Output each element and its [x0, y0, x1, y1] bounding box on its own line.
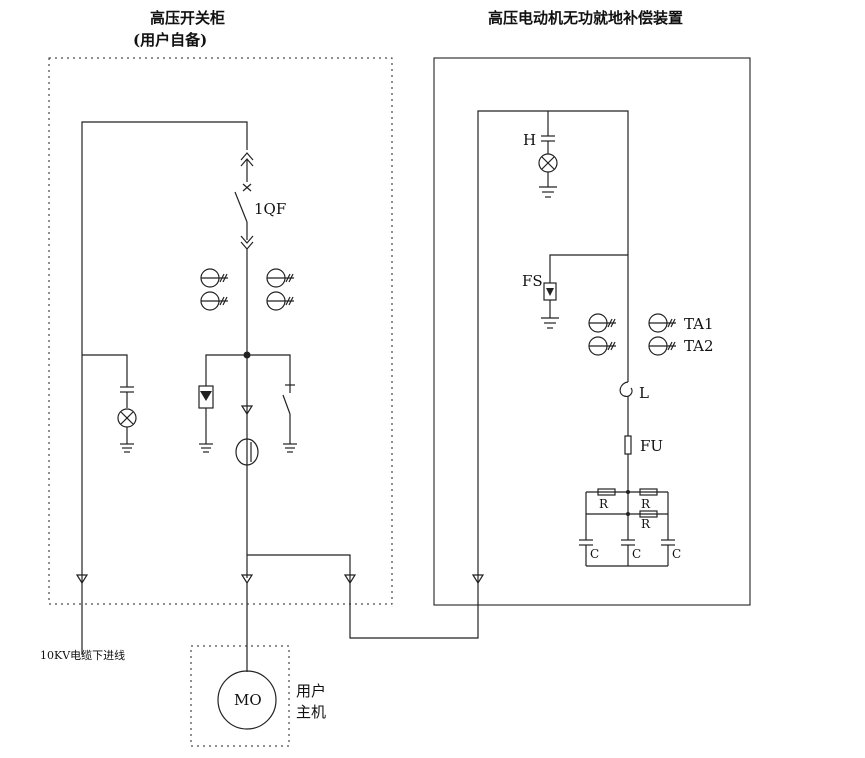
breaker-1qf	[234, 152, 254, 578]
ct-icon	[588, 313, 616, 333]
indicator-h-label: H	[523, 131, 536, 149]
compensator-panel	[433, 57, 751, 606]
breaker-label: 1QF	[254, 200, 286, 218]
motor-panel	[190, 645, 290, 747]
arrester-fs-label: FS	[522, 272, 543, 290]
ct-icon	[588, 336, 616, 356]
outgoing-bus	[240, 554, 485, 672]
reactor-label: L	[639, 384, 649, 402]
compensator-current-transformers	[588, 313, 676, 356]
compensator-title: 高压电动机无功就地补偿装置	[488, 9, 683, 27]
resistor-label-2: R	[641, 497, 651, 511]
user-machine-label-1: 用户	[296, 682, 326, 700]
arrester-icon	[198, 385, 214, 453]
motor-label: MO	[234, 691, 262, 709]
motor-icon	[217, 670, 277, 730]
ct-icon	[200, 291, 228, 311]
earthing-switch-icon	[282, 384, 297, 453]
ct2-label: TA2	[684, 337, 714, 355]
fuse-label: FU	[640, 437, 663, 455]
ct-icon	[648, 336, 676, 356]
indicator-h-icon	[538, 111, 558, 198]
ct-icon	[266, 291, 294, 311]
resistor-label-3: R	[641, 517, 651, 531]
junction-node	[205, 351, 291, 386]
ct-icon	[266, 268, 294, 288]
user-machine-label-2: 主机	[296, 703, 326, 721]
resistor-capacitor-network	[579, 488, 675, 567]
switchgear-panel	[48, 57, 393, 605]
switchgear-current-transformers	[200, 268, 294, 311]
incoming-cable-label: 10KV电缆下进线	[40, 648, 125, 662]
reactor-icon	[619, 381, 633, 436]
switchgear-title: 高压开关柜	[150, 9, 225, 27]
ct1-label: TA1	[684, 315, 714, 333]
ct-icon	[648, 313, 676, 333]
fuse-icon	[624, 435, 632, 492]
indicator-lamp-icon	[82, 354, 137, 453]
switchgear-subtitle: (用户自备)	[133, 31, 207, 49]
arrester-fs-icon	[541, 254, 628, 329]
capacitor-label-2: C	[632, 547, 641, 561]
incoming-cable-line	[75, 121, 248, 655]
capacitor-label-1: C	[590, 547, 599, 561]
capacitor-label-3: C	[672, 547, 681, 561]
zero-sequence-ct-icon	[235, 438, 259, 466]
compensator-main-line	[477, 110, 629, 582]
cable-head-icon	[240, 405, 254, 416]
ct-icon	[200, 268, 228, 288]
resistor-label-1: R	[599, 497, 609, 511]
